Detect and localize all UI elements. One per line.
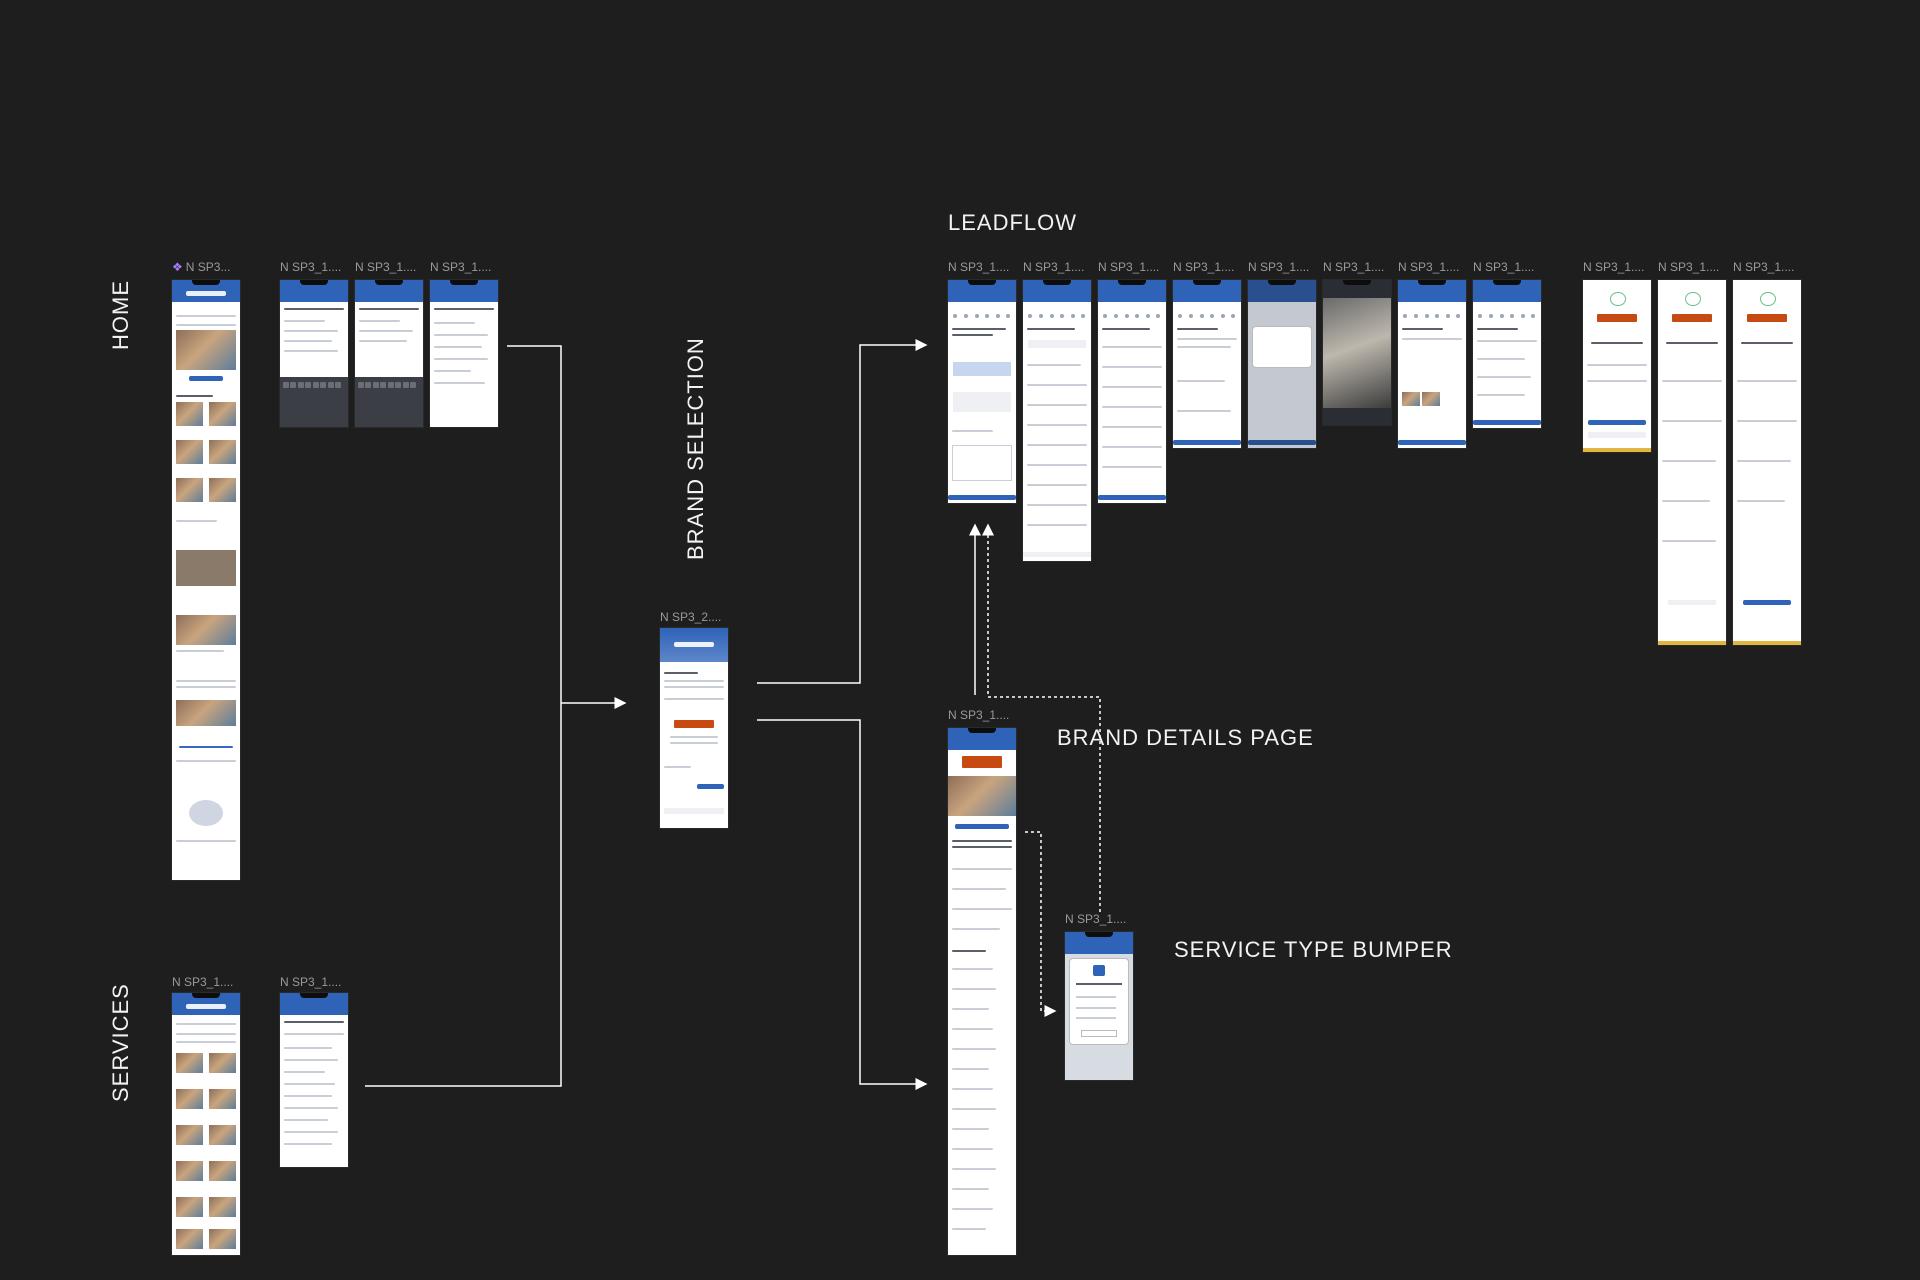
connector-home-services <box>365 345 562 1087</box>
frame-lead-camera[interactable] <box>1323 280 1391 425</box>
frame-lead-service-details[interactable] <box>1173 280 1241 448</box>
frame-home-search-1[interactable] <box>280 280 348 427</box>
frame-label-lead-2: N SP3_1.... <box>1023 260 1085 274</box>
frame-label-home-3: N SP3_1.... <box>355 260 417 274</box>
frame-home-main[interactable] <box>172 280 240 880</box>
component-icon: ❖ <box>172 260 183 274</box>
frame-home-search-2[interactable] <box>355 280 423 427</box>
frame-label-brand-details: N SP3_1.... <box>948 708 1010 722</box>
frame-service-type-bumper[interactable] <box>1065 932 1133 1080</box>
frame-lead-photo-permission[interactable] <box>1248 280 1316 448</box>
frame-lead-review[interactable] <box>1473 280 1541 428</box>
frame-label-home-1: ❖N SP3... <box>172 260 231 274</box>
frame-label-bumper: N SP3_1.... <box>1065 912 1127 926</box>
connector-to-brand-details <box>757 719 928 1090</box>
frame-label-home-4: N SP3_1.... <box>430 260 492 274</box>
frame-label-lead-8: N SP3_1.... <box>1473 260 1535 274</box>
frame-label-lead-7: N SP3_1.... <box>1398 260 1460 274</box>
frame-label-services-2: N SP3_1.... <box>280 975 342 989</box>
frame-label-lead-5: N SP3_1.... <box>1248 260 1310 274</box>
frame-brand-selection[interactable] <box>660 628 728 828</box>
frame-label-services-1: N SP3_1.... <box>172 975 234 989</box>
frame-label-lead-1: N SP3_1.... <box>948 260 1010 274</box>
frame-label-lead-3: N SP3_1.... <box>1098 260 1160 274</box>
frame-lead-thankyou-1[interactable] <box>1583 280 1651 452</box>
frame-lead-who-booking[interactable] <box>1023 280 1091 561</box>
frame-lead-welcome[interactable] <box>1098 280 1166 503</box>
frame-label-home-2: N SP3_1.... <box>280 260 342 274</box>
frame-label-lead-4: N SP3_1.... <box>1173 260 1235 274</box>
frame-brand-details[interactable] <box>948 728 1016 1255</box>
frame-services-search[interactable] <box>280 993 348 1167</box>
frame-label-lead-11: N SP3_1.... <box>1733 260 1795 274</box>
frame-lead-thankyou-3[interactable] <box>1733 280 1801 645</box>
frame-services-main[interactable] <box>172 993 240 1255</box>
connector-details-to-bumper <box>1025 831 1057 1017</box>
frame-label-lead-10: N SP3_1.... <box>1658 260 1720 274</box>
frame-home-search-results[interactable] <box>430 280 498 427</box>
frame-label-lead-9: N SP3_1.... <box>1583 260 1645 274</box>
connector-to-leadflow <box>757 339 928 684</box>
frame-lead-date-time[interactable] <box>948 280 1016 503</box>
frame-label-lead-6: N SP3_1.... <box>1323 260 1385 274</box>
section-label-leadflow: LEADFLOW <box>948 210 1078 235</box>
frame-label-brand-select: N SP3_2.... <box>660 610 722 624</box>
frame-lead-photos-added[interactable] <box>1398 280 1466 448</box>
section-label-service-type-bumper: SERVICE TYPE BUMPER <box>1174 937 1453 962</box>
frame-lead-thankyou-2[interactable] <box>1658 280 1726 645</box>
connector-bumper-to-leadflow <box>982 523 1101 912</box>
